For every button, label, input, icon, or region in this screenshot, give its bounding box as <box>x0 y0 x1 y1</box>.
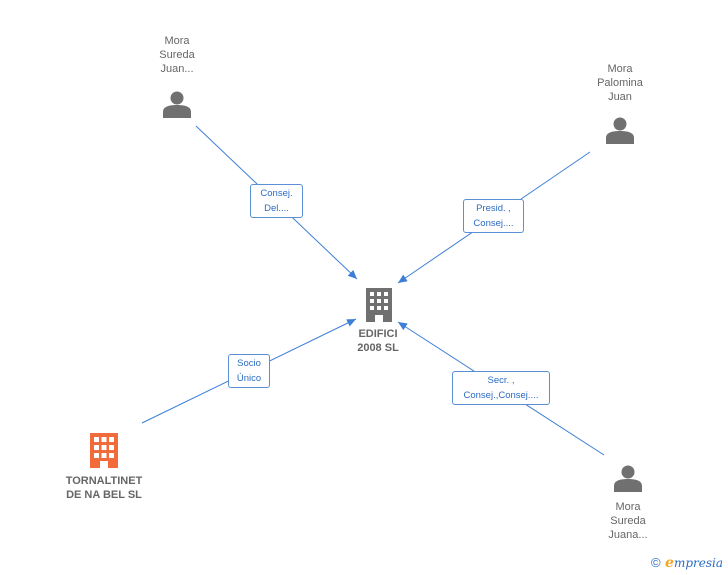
person-name-line3: Juan... <box>160 63 194 75</box>
relation-line1: Socio <box>237 358 261 369</box>
person-icon <box>606 117 634 144</box>
person-icon <box>614 465 642 492</box>
building-icon <box>366 288 392 322</box>
footer-brand: © empresia <box>651 554 723 572</box>
person-name-line3: Juan <box>608 91 632 103</box>
relation-label-socio-unico[interactable]: Socio Único <box>228 354 270 388</box>
relation-line2: Único <box>236 373 262 384</box>
person-name-line1: Mora <box>607 63 633 75</box>
company-name-line2: DE NA BEL SL <box>66 489 142 501</box>
brand-name: mpresia <box>673 556 724 570</box>
center-company-name-line1: EDIFICI <box>358 328 398 340</box>
person-node-mora-sureda-juan[interactable]: Mora Sureda Juan... <box>137 34 217 118</box>
person-name-line2: Sureda <box>610 515 646 527</box>
empresia-logo: empresia <box>665 555 724 571</box>
brand-initial: e <box>665 555 674 571</box>
person-icon <box>163 91 191 118</box>
person-name-line3: Juana... <box>608 529 648 541</box>
relation-line1: Presid. , <box>476 203 511 214</box>
relation-line2: Del.... <box>264 203 289 214</box>
person-name-line2: Sureda <box>159 49 195 61</box>
building-icon <box>90 433 118 468</box>
person-name-line1: Mora <box>615 501 641 513</box>
person-name-line2: Palomina <box>597 77 643 89</box>
person-node-mora-palomina-juan[interactable]: Mora Palomina Juan <box>580 62 660 144</box>
relation-label-secr-consej[interactable]: Secr. , Consej.,Consej.... <box>452 371 550 405</box>
relation-line2: Consej.,Consej.... <box>463 390 539 401</box>
relation-label-presid-consej[interactable]: Presid. , Consej.... <box>463 199 524 233</box>
copyright-icon: © <box>651 555 661 570</box>
person-name-line1: Mora <box>164 35 190 47</box>
center-company-name-line2: 2008 SL <box>357 342 399 354</box>
relation-label-consej-del[interactable]: Consej. Del.... <box>250 184 303 218</box>
relation-line1: Secr. , <box>487 375 515 386</box>
company-name-line1: TORNALTINET <box>65 475 143 487</box>
relation-line1: Consej. <box>260 188 293 199</box>
relation-line2: Consej.... <box>473 218 514 229</box>
